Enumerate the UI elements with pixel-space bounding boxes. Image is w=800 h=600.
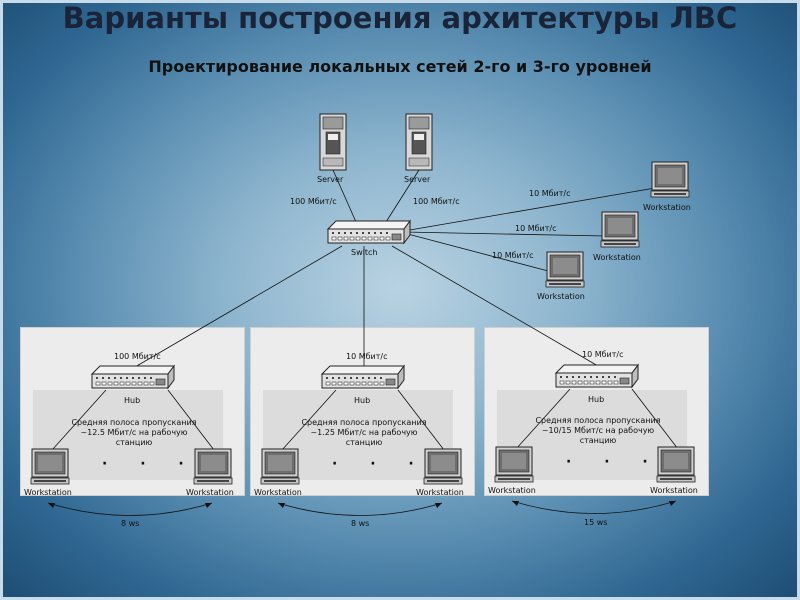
uplink-speed-label: 10 Мбит/с	[346, 352, 388, 361]
server-icon	[405, 113, 433, 171]
hub-label: Hub	[124, 396, 141, 405]
hub-label: Hub	[354, 396, 371, 405]
bandwidth-note: Средняя полоса пропускания ~10/15 Мбит/с…	[535, 416, 661, 445]
link-speed-label: 10 Мбит/с	[492, 251, 534, 260]
workstation-icon	[650, 161, 690, 198]
link-speed-label: 10 Мбит/с	[515, 224, 557, 233]
workstation-label: Workstation	[254, 488, 302, 497]
workstation-count: 8 ws	[121, 519, 140, 528]
ellipsis: · · ·	[332, 456, 428, 472]
hub-icon	[555, 364, 639, 388]
hub-icon	[321, 365, 405, 389]
workstation-icon	[260, 448, 300, 485]
workstation-label: Workstation	[650, 486, 698, 495]
server-label: Server	[404, 175, 431, 184]
workstation-label: Workstation	[643, 203, 691, 212]
workstation-label: Workstation	[416, 488, 464, 497]
workstation-icon	[193, 448, 233, 485]
link-speed-label: 100 Мбит/с	[413, 197, 460, 206]
workstation-count: 15 ws	[584, 518, 608, 527]
switch-icon	[327, 220, 411, 244]
link-speed-label: 10 Мбит/с	[529, 189, 571, 198]
workstation-label: Workstation	[186, 488, 234, 497]
ellipsis: · · ·	[566, 454, 662, 470]
switch-label: Switch	[351, 248, 378, 257]
workstation-label: Workstation	[24, 488, 72, 497]
workstation-icon	[423, 448, 463, 485]
ellipsis: · · ·	[102, 456, 198, 472]
workstation-icon	[600, 211, 640, 248]
workstation-icon	[656, 446, 696, 483]
workstation-icon	[30, 448, 70, 485]
slide-title: Варианты построения архитектуры ЛВС	[62, 1, 738, 35]
workstation-icon	[494, 446, 534, 483]
workstation-count: 8 ws	[351, 519, 370, 528]
server-icon	[319, 113, 347, 171]
uplink-speed-label: 100 Мбит/с	[114, 352, 161, 361]
workstation-label: Workstation	[537, 292, 585, 301]
bandwidth-note: Средняя полоса пропускания ~12.5 Мбит/с …	[71, 418, 197, 447]
workstation-label: Workstation	[488, 486, 536, 495]
hub-icon	[91, 365, 175, 389]
server-label: Server	[317, 175, 344, 184]
workstation-label: Workstation	[593, 253, 641, 262]
link-speed-label: 100 Мбит/с	[290, 197, 337, 206]
bandwidth-note: Средняя полоса пропускания ~1.25 Мбит/с …	[301, 418, 427, 447]
uplink-speed-label: 10 Мбит/с	[582, 350, 624, 359]
workstation-icon	[545, 251, 585, 288]
slide-subtitle: Проектирование локальных сетей 2-го и 3-…	[148, 57, 652, 76]
hub-label: Hub	[588, 395, 605, 404]
